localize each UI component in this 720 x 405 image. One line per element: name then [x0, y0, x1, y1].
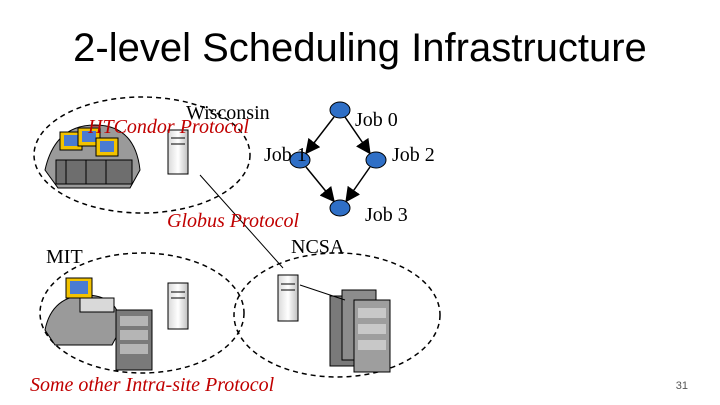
- mit-workstation-icon: [44, 277, 121, 346]
- htcondor-protocol-label: HTCondor Protocol: [88, 116, 249, 138]
- slide-title: 2-level Scheduling Infrastructure: [73, 26, 647, 70]
- job-2-label: Job 2: [392, 144, 435, 166]
- ncsa-site-boundary: [233, 252, 441, 378]
- wisconsin-label: Wisconsin: [186, 102, 270, 124]
- job-0-label: Job 0: [355, 109, 398, 131]
- workstation-cluster-icon: [44, 124, 141, 189]
- mit-site-boundary: [39, 252, 245, 374]
- wisconsin-site-boundary: [33, 96, 251, 214]
- job-3-node: [329, 199, 351, 217]
- wisconsin-to-ncsa-link: [199, 174, 284, 269]
- ncsa-server-icon: [277, 274, 299, 322]
- job-3-label: Job 3: [365, 204, 408, 226]
- mit-server-rack-icon: [115, 309, 153, 371]
- job-0-node: [329, 101, 351, 119]
- intra-site-protocol-label: Some other Intra-site Protocol: [30, 374, 275, 396]
- job-1-node: [289, 151, 311, 169]
- mit-label: MIT: [46, 246, 83, 268]
- page-number: 31: [675, 380, 688, 392]
- job-2-node: [365, 151, 387, 169]
- mit-server-icon: [167, 282, 189, 330]
- job-1-label: Job 1: [264, 144, 307, 166]
- ncsa-label: NCSA: [291, 236, 345, 258]
- wisconsin-server-icon: [167, 129, 189, 175]
- ncsa-cluster-icon: [329, 289, 391, 373]
- globus-protocol-label: Globus Protocol: [167, 210, 300, 232]
- ncsa-to-cluster-link: [299, 284, 346, 301]
